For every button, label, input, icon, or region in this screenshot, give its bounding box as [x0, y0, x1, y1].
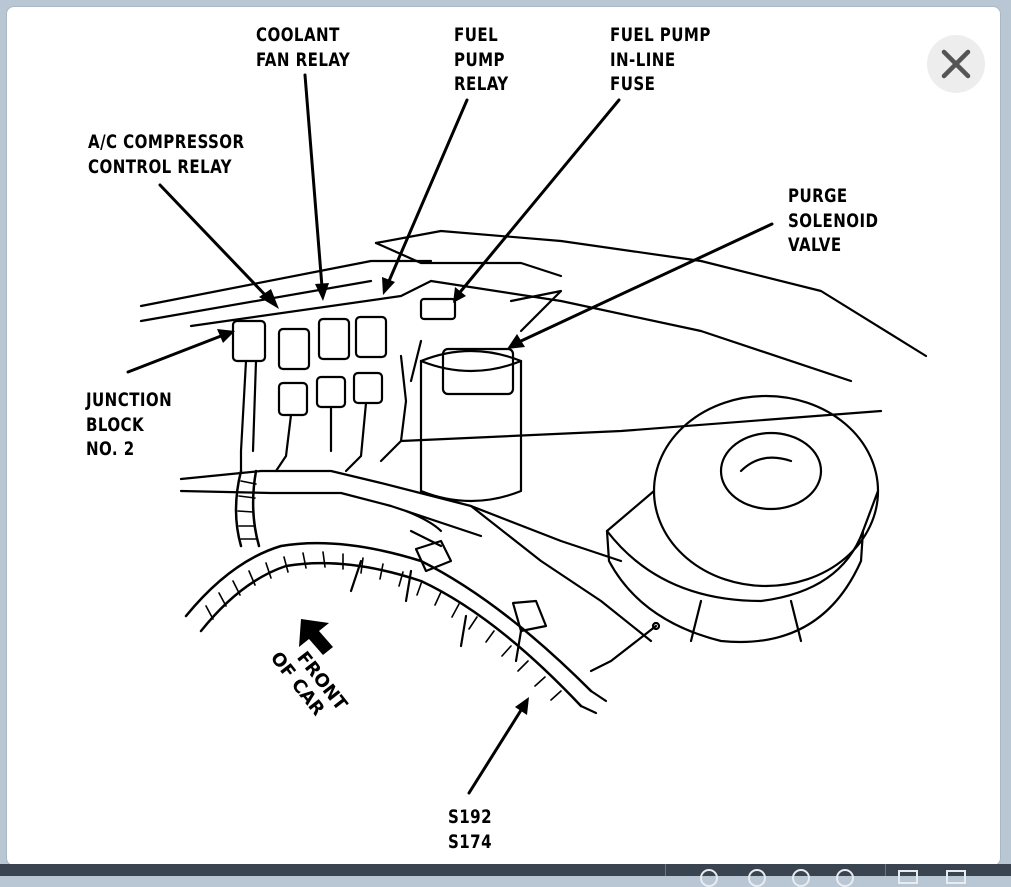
label-purge-solenoid-valve: PURGE SOLENOID VALVE	[788, 185, 879, 256]
label-splices: S192 S174	[448, 806, 492, 853]
toolbar-divider	[885, 864, 886, 876]
image-viewer-frame: COOLANT FAN RELAY FUEL PUMP RELAY FUEL P…	[6, 6, 1001, 866]
engine-bay-diagram	[126, 73, 928, 795]
zoom-icon[interactable]	[700, 869, 718, 887]
label-fuel-pump-relay: FUEL PUMP RELAY	[454, 24, 509, 95]
toolbar-divider	[665, 864, 666, 876]
label-ac-compressor-relay: A/C COMPRESSOR CONTROL RELAY	[88, 131, 245, 178]
label-junction-block: JUNCTION BLOCK NO. 2	[86, 389, 173, 460]
close-icon	[941, 49, 971, 79]
label-fuel-pump-fuse: FUEL PUMP IN-LINE FUSE	[610, 24, 711, 95]
rotate-icon[interactable]	[748, 869, 766, 887]
download-icon[interactable]	[946, 870, 966, 884]
share-icon[interactable]	[836, 869, 854, 887]
label-coolant-fan-relay: COOLANT FAN RELAY	[256, 24, 351, 71]
close-button[interactable]	[927, 35, 985, 93]
viewer-toolbar	[0, 864, 1011, 887]
info-icon[interactable]	[792, 869, 810, 887]
fullscreen-icon[interactable]	[898, 870, 918, 884]
